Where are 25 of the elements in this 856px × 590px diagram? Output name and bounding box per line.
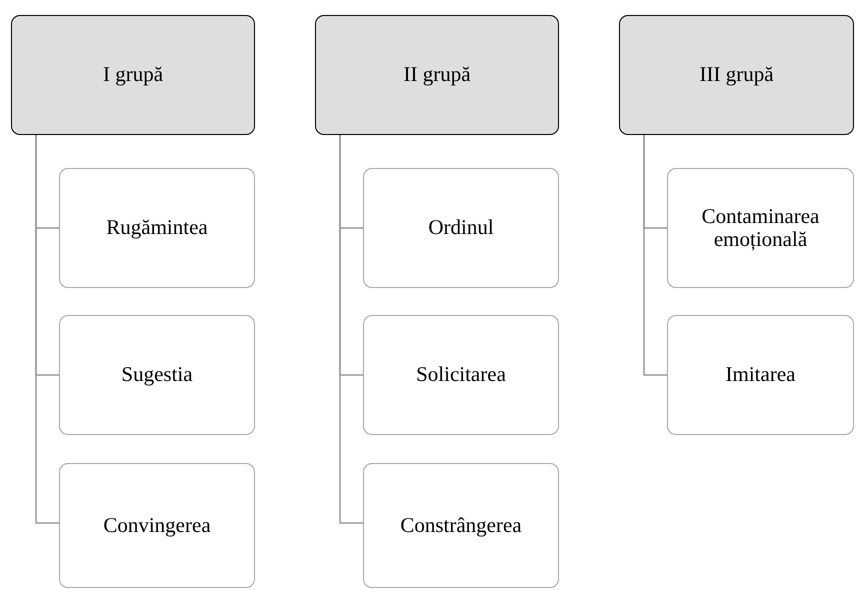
- item-box: [363, 315, 559, 435]
- item-box: [59, 168, 255, 288]
- connector-line: [643, 135, 667, 376]
- item-label: Convingerea: [103, 514, 211, 538]
- group-title: III grupă: [699, 63, 774, 87]
- item-box: [59, 315, 255, 435]
- group-header-box: [619, 15, 854, 135]
- connector-line: [35, 135, 59, 524]
- item-box: [363, 168, 559, 288]
- group-header-box: [11, 15, 255, 135]
- group-title: II grupă: [403, 63, 471, 87]
- group-title: I grupă: [102, 63, 164, 87]
- item-box: [59, 463, 255, 588]
- item-label: Imitarea: [726, 363, 796, 387]
- item-label: Sugestia: [121, 363, 193, 387]
- item-label: Contaminarea emoțională: [700, 204, 820, 252]
- item-box: [363, 463, 559, 588]
- connector-line: [339, 135, 363, 524]
- item-box: [667, 315, 854, 435]
- item-label: Ordinul: [428, 216, 494, 240]
- item-label: Solicitarea: [416, 363, 506, 387]
- item-label: Rugămintea: [106, 216, 208, 240]
- group-header-box: [315, 15, 559, 135]
- item-box: [667, 168, 854, 288]
- item-label: Constrângerea: [400, 514, 522, 538]
